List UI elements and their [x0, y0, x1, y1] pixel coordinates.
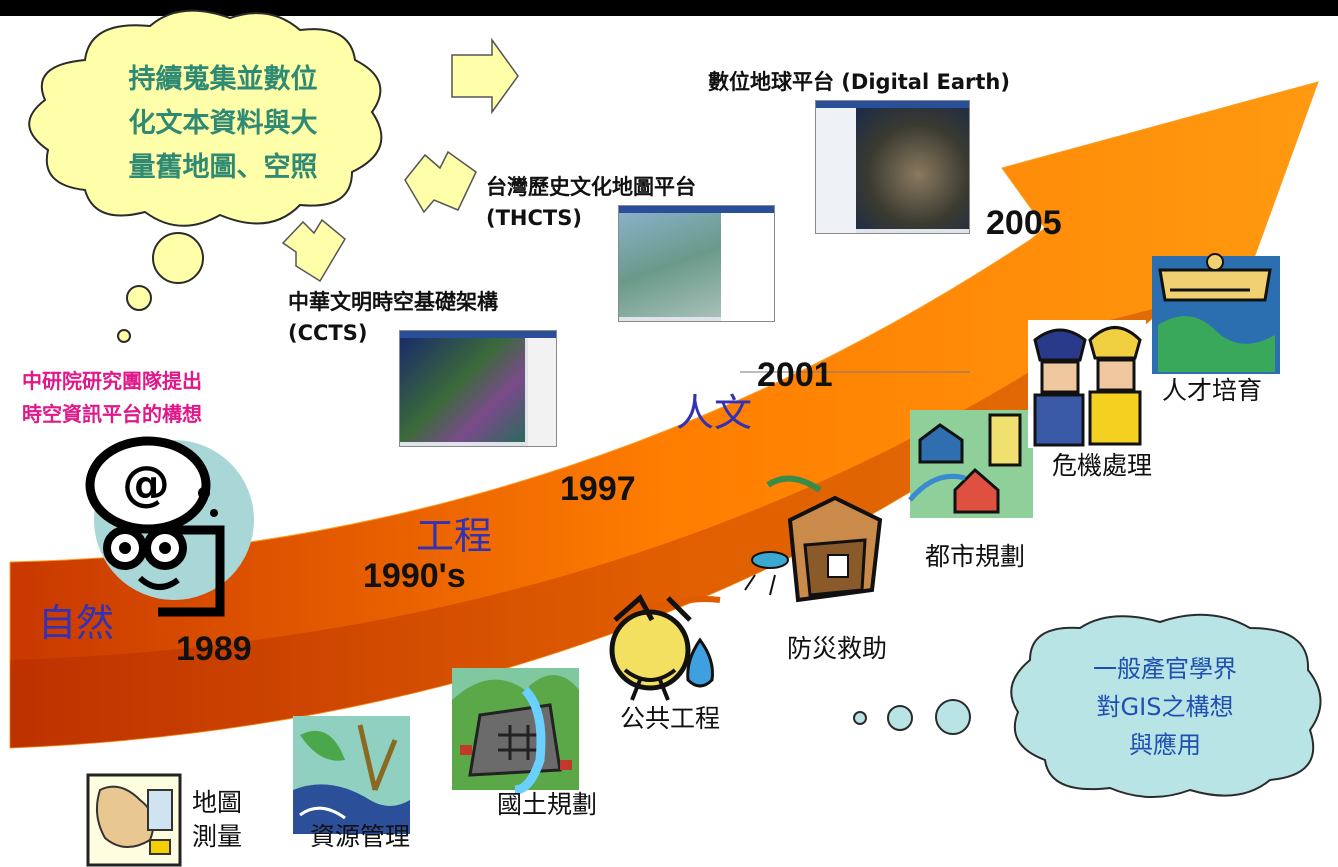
- timeline-arrow-shade: [10, 305, 1168, 748]
- map-survey-label-line: 地圖: [192, 788, 243, 817]
- urban-planning-icon: [908, 410, 1033, 518]
- ccts-screenshot: [399, 330, 557, 447]
- year-1997: 1997: [560, 470, 636, 508]
- svg-text:@: @: [122, 456, 170, 512]
- thcts-label-line: 台灣歷史文化地圖平台: [486, 175, 696, 199]
- talent-training-icon: [1152, 253, 1280, 374]
- thcts-label: 台灣歷史文化地圖平台 (THCTS): [486, 172, 696, 234]
- thcts-label-line: (THCTS): [486, 206, 582, 230]
- stage-humanities: 人文: [676, 391, 753, 435]
- cloud-text: 持續蒐集並數位 化文本資料與大 量舊地圖、空照: [88, 58, 358, 190]
- map-survey-icon: [86, 773, 182, 867]
- block-arrow-down: [281, 218, 346, 283]
- cloud-text-line: 持續蒐集並數位: [128, 64, 318, 95]
- thought-cloud: [28, 9, 383, 227]
- bubble-dot-large: [935, 699, 971, 735]
- year-2001: 2001: [757, 356, 833, 394]
- urban-planning-label: 都市規劃: [925, 542, 1026, 571]
- cloud-text-line: 量舊地圖、空照: [128, 152, 318, 183]
- bubble-text-line: 與應用: [1129, 731, 1201, 759]
- public-works-label: 公共工程: [620, 704, 721, 733]
- bubble-text-line: 對GIS之構想: [1096, 693, 1234, 721]
- block-arrow-right: [451, 37, 519, 115]
- land-planning-icon: [452, 668, 579, 795]
- ccts-label-line: (CCTS): [288, 321, 368, 345]
- year-1990s: 1990's: [363, 557, 466, 595]
- digital-earth-screenshot: [815, 100, 970, 234]
- stage-engineering: 工程: [416, 514, 493, 558]
- thought-dot-medium: [126, 285, 152, 311]
- crisis-management-label: 危機處理: [1052, 451, 1153, 480]
- talent-training-label: 人才培育: [1162, 376, 1263, 405]
- resource-management-label: 資源管理: [310, 822, 411, 851]
- ccts-label: 中華文明時空基礎架構 (CCTS): [288, 287, 498, 349]
- thinker-icon: @: [85, 436, 254, 617]
- year-2005: 2005: [986, 204, 1062, 242]
- bubble-text: 一般產官學界 對GIS之構想 與應用: [1060, 650, 1270, 764]
- speech-bubble: [1010, 613, 1322, 798]
- proposal-text-line: 中研院研究團隊提出: [22, 369, 202, 393]
- resource-management-icon: [293, 716, 410, 834]
- stage-nature: 自然: [38, 601, 115, 645]
- thcts-screenshot: [618, 205, 775, 322]
- block-arrow-down-right: [404, 150, 477, 214]
- proposal-text-line: 時空資訊平台的構想: [22, 402, 202, 426]
- year-1989: 1989: [176, 630, 252, 668]
- thought-dot-small: [117, 329, 131, 343]
- digital-earth-label: 數位地球平台 (Digital Earth): [708, 70, 1010, 94]
- disaster-relief-label: 防災救助: [787, 634, 888, 663]
- ccts-label-line: 中華文明時空基礎架構: [288, 290, 498, 314]
- crisis-management-icon: [1028, 320, 1146, 448]
- public-works-icon: [606, 594, 721, 701]
- disaster-relief-icon: [744, 475, 883, 603]
- cloud-text-line: 化文本資料與大: [128, 108, 318, 139]
- bubble-dot-small: [853, 711, 867, 725]
- top-band: [0, 0, 1338, 16]
- proposal-text: 中研院研究團隊提出 時空資訊平台的構想: [22, 365, 202, 431]
- land-planning-label: 國土規劃: [497, 790, 598, 819]
- map-survey-label-line: 測量: [192, 822, 243, 851]
- bubble-dot-medium: [887, 705, 913, 731]
- bubble-text-line: 一般產官學界: [1093, 655, 1237, 683]
- thought-dot-large: [152, 232, 204, 284]
- map-survey-label: 地圖 測量: [192, 786, 242, 854]
